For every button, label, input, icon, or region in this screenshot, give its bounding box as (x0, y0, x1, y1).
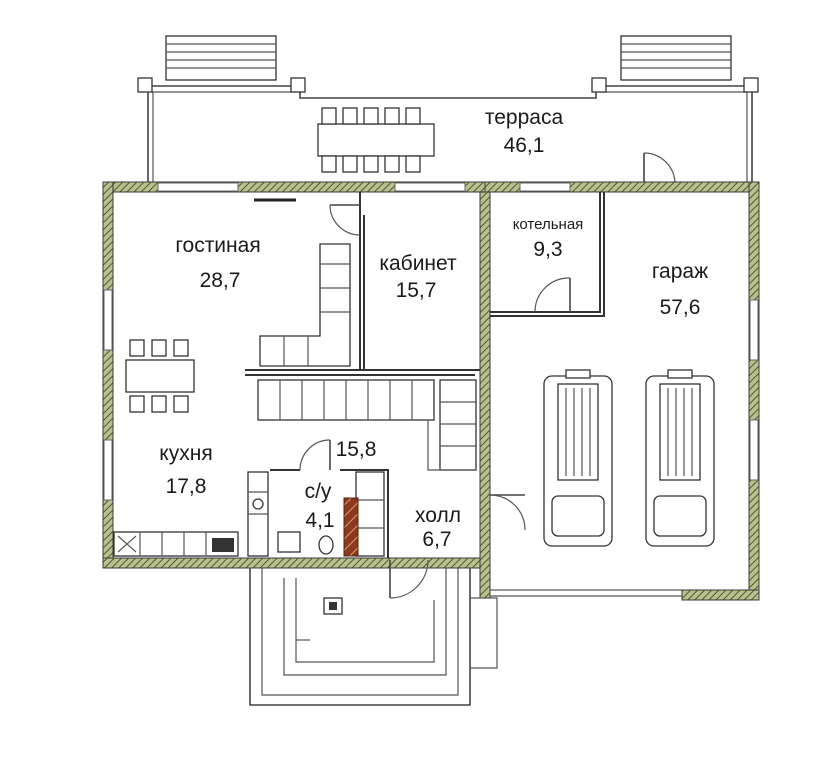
garage-bottom-opening (490, 589, 682, 597)
room-label-study: кабинет 15,7 (379, 252, 457, 302)
terrace-bench-left (165, 35, 277, 81)
room-area: 57,6 (660, 296, 701, 319)
room-label-bathroom: с/у 4,1 (305, 480, 335, 532)
room-area: 9,3 (533, 238, 562, 261)
l-shaped-sofa (259, 243, 351, 367)
bathroom-fixtures (247, 471, 385, 557)
room-label-hall: холл 6,7 (415, 504, 461, 551)
room-area: 46,1 (504, 134, 545, 157)
kitchen-dining-table (125, 339, 195, 413)
garage-terrace-door (643, 152, 676, 185)
car-right (645, 369, 715, 547)
room-label-stair-area: 15,8 (336, 438, 377, 461)
room-area: 28,7 (200, 269, 241, 292)
room-area: 15,7 (396, 279, 437, 302)
kitchen-counter (113, 531, 239, 557)
living-study-door (254, 198, 361, 236)
room-area: 6,7 (422, 528, 451, 551)
boiler-door (534, 277, 571, 313)
car-left (543, 369, 613, 547)
room-name: гараж (652, 260, 708, 283)
room-label-boiler: котельная 9,3 (513, 216, 584, 261)
interior-walls (245, 192, 605, 558)
exterior-walls (102, 181, 760, 601)
room-name: гостиная (175, 234, 260, 257)
room-name: терраса (485, 106, 564, 129)
room-label-terrace: терраса 46,1 (485, 106, 564, 157)
room-name: кабинет (379, 252, 457, 275)
room-name: котельная (513, 216, 584, 233)
room-area: 4,1 (305, 509, 334, 532)
windows (103, 182, 759, 501)
porch-steps (249, 568, 498, 706)
hall-garage-door (489, 494, 526, 531)
terrace-bench-right (620, 35, 732, 81)
terrace-dining-table (317, 107, 435, 173)
room-label-living: гостиная 28,7 (175, 234, 260, 292)
room-label-garage: гараж 57,6 (652, 260, 708, 319)
room-name: холл (415, 504, 461, 527)
room-area: 15,8 (336, 438, 377, 461)
room-name: кухня (159, 442, 212, 465)
chimney-brick (343, 497, 359, 557)
entrance-door (389, 559, 429, 599)
room-label-kitchen: кухня 17,8 (159, 442, 212, 498)
terrace-outline (137, 77, 759, 182)
bathroom-door (299, 439, 331, 471)
staircase (257, 379, 477, 471)
room-name: с/у (305, 480, 332, 503)
room-area: 17,8 (166, 475, 207, 498)
